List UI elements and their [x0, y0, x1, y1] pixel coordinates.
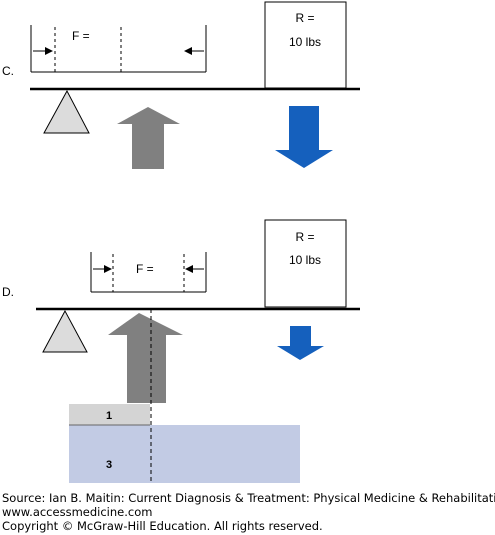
panel-c-label: C. — [2, 64, 14, 78]
panel-d: D. F = R = 10 lbs 1 3 — [2, 219, 360, 483]
panel-d-block-1-label: 1 — [106, 410, 112, 422]
panel-c-resistance-label: R = — [295, 11, 314, 25]
panel-c-force-label: F = — [72, 29, 90, 43]
panel-c-force-arrow — [117, 107, 180, 169]
panel-d-block-1 — [69, 404, 150, 425]
panel-d-resistance-box — [264, 219, 347, 308]
website-link[interactable]: www.accessmedicine.com — [2, 505, 153, 519]
panel-c-resistance-value: 10 lbs — [289, 35, 321, 49]
panel-c-resistance-arrow — [275, 106, 333, 168]
panel-c-resistance-box — [264, 1, 347, 89]
panel-d-force-bracket — [90, 252, 207, 293]
panel-d-resistance-label: R = — [295, 230, 314, 244]
panel-d-label: D. — [2, 285, 14, 299]
panel-d-force-arrow — [108, 313, 183, 403]
panel-d-force-label: F = — [136, 262, 154, 276]
source-caption: Source: Ian B. Maitin: Current Diagnosis… — [2, 491, 495, 505]
copyright-text: Copyright © McGraw-Hill Education. All r… — [2, 519, 323, 533]
panel-c: C. F = R = 10 lbs — [2, 1, 360, 169]
panel-d-resistance-arrow — [277, 326, 324, 360]
panel-c-fulcrum — [43, 89, 90, 134]
panel-c-force-bracket — [30, 25, 207, 73]
panel-d-fulcrum — [42, 309, 88, 353]
panel-d-resistance-value: 10 lbs — [289, 253, 321, 267]
panel-d-block-3 — [69, 425, 300, 483]
panel-d-block-3-label: 3 — [106, 459, 112, 471]
